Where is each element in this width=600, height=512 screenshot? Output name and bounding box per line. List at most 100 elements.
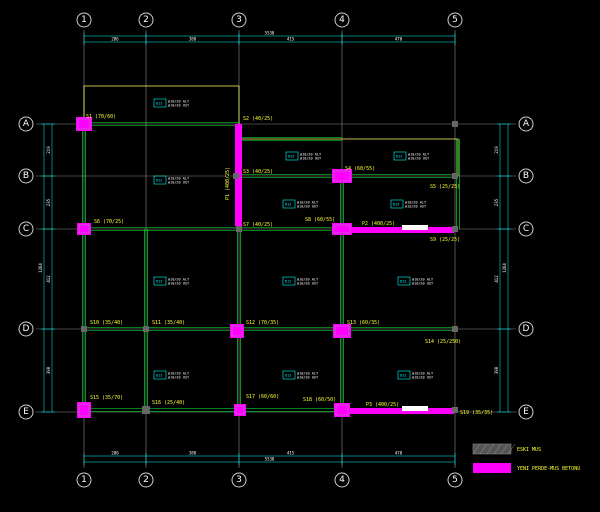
slab-note-top: ø10/20 ALT bbox=[412, 372, 434, 376]
grid-bubble-label: C bbox=[23, 224, 29, 234]
dimension-span-label: 286 bbox=[111, 451, 119, 456]
dimension-span-label: 219 bbox=[494, 146, 499, 154]
dimension-span-label: 412 bbox=[494, 275, 499, 283]
column bbox=[332, 169, 352, 183]
column bbox=[77, 223, 91, 235]
dimension-span-label: 388 bbox=[189, 37, 197, 42]
slab-tag: D12 bbox=[288, 155, 294, 159]
grid-bubble-label: 5 bbox=[452, 15, 458, 25]
grid-bubble-col bbox=[76, 472, 92, 488]
slab-tag-box bbox=[282, 370, 296, 380]
grid-bubble-row bbox=[518, 221, 534, 237]
slab-note-bottom: ø10/20 UST bbox=[300, 157, 322, 161]
slab-note-bottom: ø10/20 UST bbox=[297, 205, 319, 209]
slab-note-top: ø10/20 ALT bbox=[300, 153, 322, 157]
column-hatch bbox=[334, 325, 350, 337]
column bbox=[143, 326, 149, 332]
slab-note-bottom: ø10/20 UST bbox=[168, 376, 190, 380]
slab-tag-box bbox=[153, 370, 167, 380]
grid-bubble-col bbox=[231, 12, 247, 28]
column bbox=[452, 121, 458, 127]
column-hatch bbox=[78, 224, 90, 234]
slab-tag-box bbox=[282, 276, 296, 286]
legend-hatch-line bbox=[486, 443, 495, 455]
dimension-span-label: 470 bbox=[395, 37, 403, 42]
grid-bubble-label: A bbox=[23, 119, 30, 129]
column-label: S11 (35/40) bbox=[152, 320, 185, 326]
grid-bubble-row bbox=[18, 168, 34, 184]
dimension-span-label: 415 bbox=[287, 451, 295, 456]
slab-note-top: ø10/20 ALT bbox=[168, 372, 190, 376]
wall-tag-box bbox=[402, 225, 428, 230]
column-label: S6 (70/25) bbox=[94, 219, 124, 225]
column-label: S5 (25/25) bbox=[430, 184, 460, 190]
column bbox=[230, 324, 244, 338]
slab-note-bottom: ø10/20 UST bbox=[168, 104, 190, 108]
column bbox=[332, 223, 352, 235]
slab-tag: D12 bbox=[156, 374, 162, 378]
outline-top-left bbox=[83, 85, 240, 124]
slab-note-bottom: ø10/20 UST bbox=[412, 282, 434, 286]
grid-bubble-col bbox=[76, 12, 92, 28]
grid-bubble-label: 3 bbox=[236, 475, 242, 485]
column-label: S14 (25/250) bbox=[425, 339, 461, 345]
wall-tag-box bbox=[402, 406, 428, 411]
column-hatch bbox=[335, 404, 349, 416]
column-label: S17 (60/60) bbox=[246, 394, 279, 400]
slab-note-bottom: ø10/20 UST bbox=[168, 282, 190, 286]
column-label: S12 (70/35) bbox=[246, 320, 279, 326]
slab-tag: D12 bbox=[156, 102, 162, 106]
slab-tag: D12 bbox=[396, 155, 402, 159]
slab-note-top: ø10/20 ALT bbox=[297, 372, 319, 376]
column-label: S10 (35/40) bbox=[90, 320, 123, 326]
grid-bubble-label: B bbox=[23, 171, 29, 181]
slab-note-top: ø10/20 ALT bbox=[297, 278, 319, 282]
grid-bubble-col bbox=[138, 12, 154, 28]
grid-bubble-col bbox=[447, 12, 463, 28]
beams bbox=[82, 122, 460, 412]
grid-bubble-label: 3 bbox=[236, 15, 242, 25]
grid-lines bbox=[36, 30, 516, 468]
slab-note-top: ø10/20 ALT bbox=[168, 177, 190, 181]
slab-note-bottom: ø10/20 UST bbox=[297, 282, 319, 286]
dimension-total-label: 5530 bbox=[265, 457, 275, 462]
grid-bubble-label: 2 bbox=[143, 475, 149, 485]
legend-label: YENI PERDE-MUS BETONU bbox=[517, 466, 580, 472]
column-label: S13 (60/35) bbox=[347, 320, 380, 326]
column-label: S7 (40/25) bbox=[243, 222, 273, 228]
slab-note-top: ø10/20 ALT bbox=[408, 153, 430, 157]
column-label: S18 (60/50) bbox=[303, 397, 336, 403]
dimension-span-label: 219 bbox=[46, 146, 51, 154]
grid-bubble-row bbox=[518, 116, 534, 132]
slab-tag-box bbox=[153, 98, 167, 108]
grid-bubble-label: 4 bbox=[339, 475, 345, 485]
slab-note-top: ø10/20 ALT bbox=[297, 201, 319, 205]
slab-note-bottom: ø10/20 UST bbox=[412, 376, 434, 380]
slab-tag: D12 bbox=[285, 203, 291, 207]
dimension-total-label: 1264 bbox=[38, 263, 43, 273]
slab-note-bottom: ø10/20 UST bbox=[297, 376, 319, 380]
dimension-span-label: 398 bbox=[46, 366, 51, 374]
slab-note-top: ø10/20 ALT bbox=[412, 278, 434, 282]
legend-hatch-line bbox=[472, 443, 481, 455]
slab-tag: D12 bbox=[156, 280, 162, 284]
legend-hatch-line bbox=[507, 443, 516, 455]
grid-bubble-label: C bbox=[523, 224, 529, 234]
legend-hatch-line bbox=[500, 443, 509, 455]
grid-bubble-label: 4 bbox=[339, 15, 345, 25]
legend-swatch-old-column bbox=[472, 443, 512, 455]
dimension-span-label: 388 bbox=[189, 451, 197, 456]
grid-bubble-label: B bbox=[523, 171, 529, 181]
dimension-span-label: 412 bbox=[46, 275, 51, 283]
dimension-span-label: 415 bbox=[287, 37, 295, 42]
column-hatch bbox=[78, 403, 90, 417]
wall-label: P1 (400/25) bbox=[225, 167, 231, 200]
slab-note-top: ø10/20 ALT bbox=[168, 100, 190, 104]
grid-bubble-row bbox=[18, 404, 34, 420]
slab-note-bottom: ø10/20 UST bbox=[405, 205, 427, 209]
grid-bubble-label: 5 bbox=[452, 475, 458, 485]
legend-hatch-line bbox=[479, 443, 488, 455]
grid-bubble-row bbox=[18, 221, 34, 237]
